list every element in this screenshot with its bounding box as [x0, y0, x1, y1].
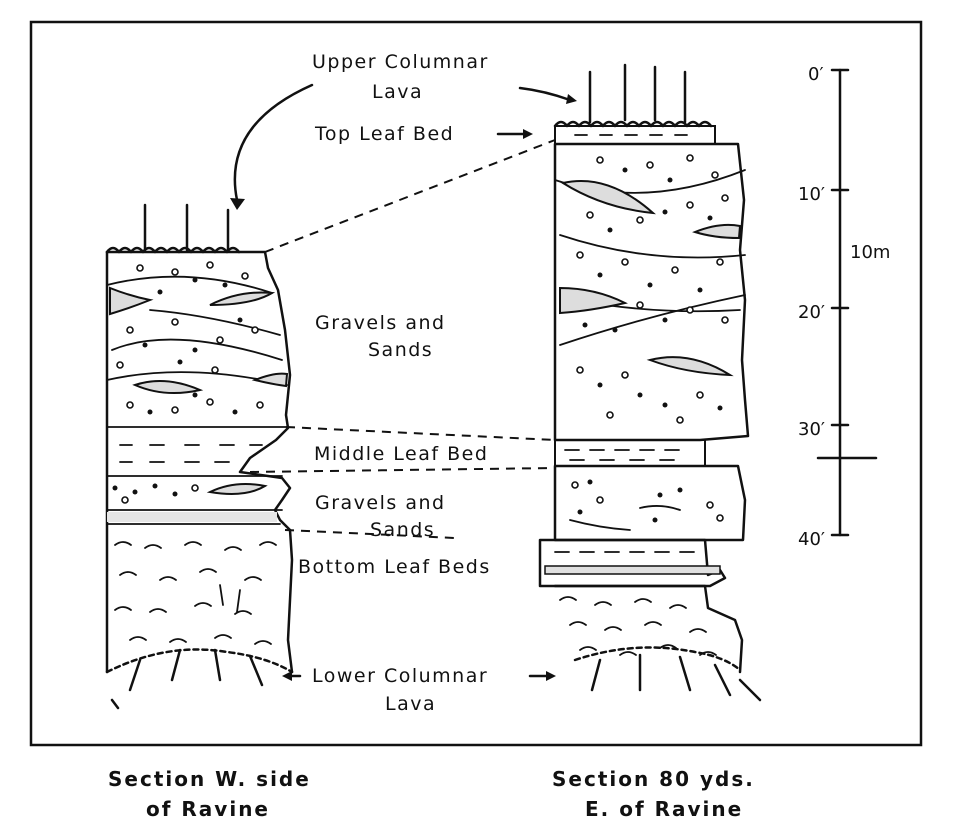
correlation-lines: [249, 139, 556, 539]
label-gravels-sands-lower-line2: Sands: [370, 519, 435, 541]
label-gravels-sands-lower-line1: Gravels and: [315, 492, 446, 514]
depth-scale: 0′ 10′ 20′ 30′ 40′ 10m: [798, 64, 890, 550]
label-upper-columnar-lava-line1: Upper Columnar: [312, 51, 489, 73]
right-section-column: [538, 63, 762, 702]
scale-tick-10: 10′: [798, 184, 825, 205]
scale-tick-0: 0′: [808, 64, 824, 85]
label-gravels-sands-upper-line2: Sands: [368, 339, 433, 361]
scale-tick-20: 20′: [798, 302, 825, 323]
label-arrows: [230, 83, 577, 681]
right-lower-lava-texture: [559, 596, 717, 656]
label-bottom-leaf-beds: Bottom Leaf Beds: [298, 556, 491, 578]
diagram-frame: [29, 20, 923, 747]
left-lower-lava-texture: [114, 541, 277, 645]
scale-tick-40: 40′: [798, 529, 825, 550]
caption-right-line1: Section 80 yds.: [552, 767, 755, 791]
label-lower-columnar-lava-line2: Lava: [385, 693, 436, 715]
scale-tick-30: 30′: [798, 419, 825, 440]
scale-metric-label: 10m: [850, 242, 890, 263]
label-lower-columnar-lava-line1: Lower Columnar: [312, 665, 488, 687]
left-gravel-pebbles: [116, 261, 264, 415]
label-upper-columnar-lava-line2: Lava: [372, 81, 423, 103]
label-top-leaf-bed: Top Leaf Bed: [314, 123, 454, 145]
caption-left-line1: Section W. side: [108, 767, 311, 791]
left-section-column: [105, 203, 294, 710]
label-middle-leaf-bed: Middle Leaf Bed: [314, 443, 488, 465]
caption-right-line2: E. of Ravine: [585, 797, 743, 821]
right-gravel-pebbles: [576, 154, 729, 424]
label-gravels-sands-upper-line1: Gravels and: [315, 312, 446, 334]
caption-left-line2: of Ravine: [146, 797, 270, 821]
